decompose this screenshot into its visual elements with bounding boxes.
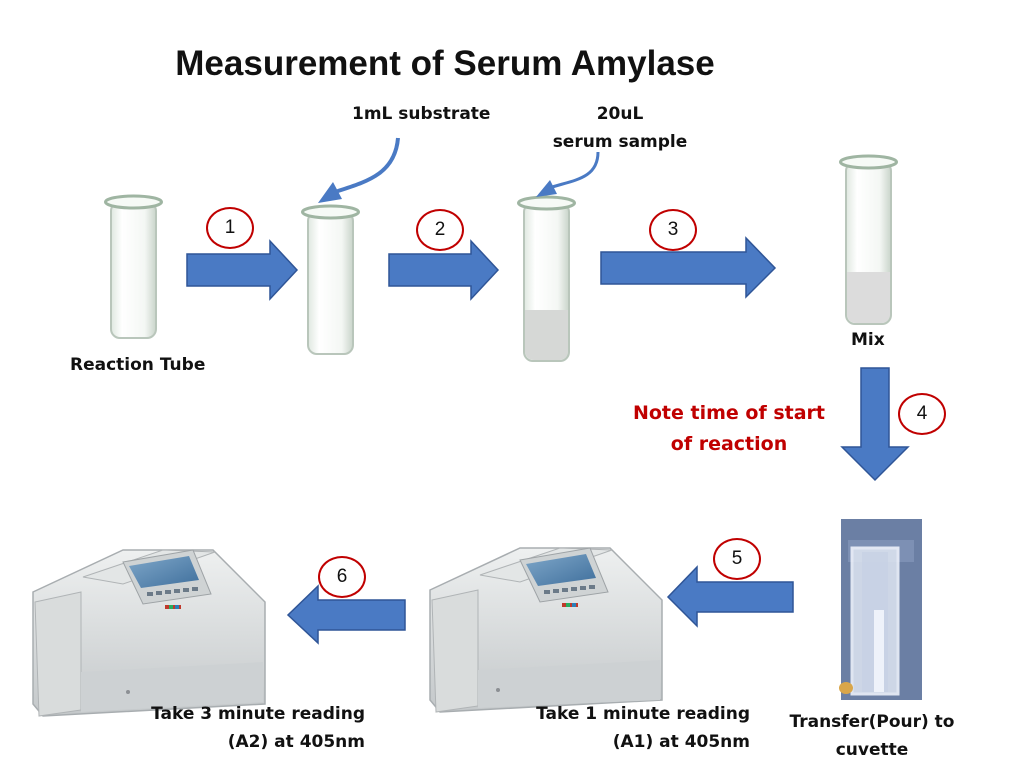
spectrophotometer-1 bbox=[429, 547, 663, 713]
reaction-tube-serum bbox=[517, 195, 576, 362]
arrow-step-6 bbox=[286, 584, 406, 645]
reading3-line1: Take 3 minute reading bbox=[151, 704, 365, 724]
arrow-step-1 bbox=[186, 239, 299, 301]
serum-label-line2: serum sample bbox=[552, 132, 688, 152]
note-line1: Note time of start bbox=[632, 402, 826, 424]
reading1-line2: (A1) at 405nm bbox=[612, 732, 750, 752]
reaction-tube-substrate bbox=[301, 204, 360, 355]
mix-label: Mix bbox=[851, 330, 885, 350]
reaction-tube-label: Reaction Tube bbox=[70, 355, 206, 375]
reaction-tube-mixed bbox=[839, 154, 898, 325]
note-time-label: Note time of start of reaction bbox=[620, 398, 838, 460]
serum-pointer-arrow bbox=[536, 151, 600, 197]
reading1-line1: Take 1 minute reading bbox=[536, 704, 750, 724]
transfer-line1: Transfer(Pour) to bbox=[789, 712, 955, 732]
reaction-tube-empty bbox=[104, 194, 163, 339]
reading-1-label: Take 1 minute reading (A1) at 405nm bbox=[520, 700, 750, 756]
step-2-badge: 2 bbox=[416, 209, 464, 251]
arrow-step-4 bbox=[840, 367, 910, 482]
page-title: Measurement of Serum Amylase bbox=[175, 44, 715, 83]
serum-sample-label: 20uL serum sample bbox=[540, 100, 700, 156]
spectrophotometer-2 bbox=[32, 549, 266, 717]
substrate-label: 1mL substrate bbox=[352, 104, 491, 124]
arrow-step-3 bbox=[600, 236, 777, 299]
substrate-pointer-arrow bbox=[318, 137, 400, 203]
transfer-line2: cuvette bbox=[835, 740, 909, 760]
note-line2: of reaction bbox=[670, 433, 788, 455]
arrow-step-5 bbox=[666, 565, 794, 628]
step-3-badge: 3 bbox=[649, 209, 697, 251]
arrow-step-2 bbox=[388, 239, 500, 301]
step-6-badge: 6 bbox=[318, 556, 366, 598]
step-1-badge: 1 bbox=[206, 207, 254, 249]
transfer-label: Transfer(Pour) to cuvette bbox=[782, 708, 962, 764]
step-5-badge: 5 bbox=[713, 538, 761, 580]
step-4-badge: 4 bbox=[898, 393, 946, 435]
reading-3-label: Take 3 minute reading (A2) at 405nm bbox=[135, 700, 365, 756]
serum-label-line1: 20uL bbox=[596, 104, 644, 124]
reading3-line2: (A2) at 405nm bbox=[227, 732, 365, 752]
cuvette-image bbox=[839, 519, 922, 700]
